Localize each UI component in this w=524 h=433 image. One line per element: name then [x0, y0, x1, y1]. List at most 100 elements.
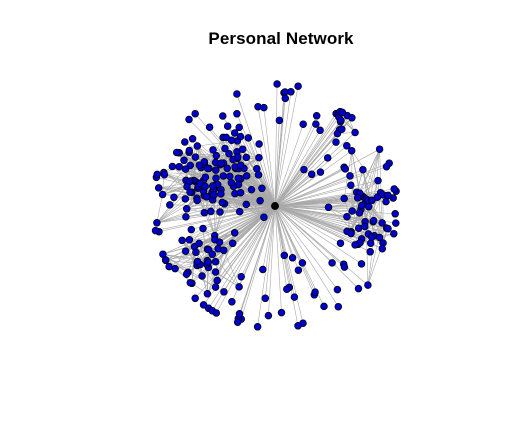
alter-node: [195, 239, 203, 248]
alter-node: [230, 229, 239, 237]
alter-node: [187, 225, 196, 234]
alter-node: [258, 184, 266, 193]
alter-node: [186, 188, 194, 196]
alter-node: [340, 194, 348, 203]
alter-node: [338, 108, 347, 117]
edge-to-ego: [258, 143, 276, 207]
alter-node: [312, 112, 321, 120]
alter-node: [277, 308, 286, 317]
alter-node: [357, 260, 366, 268]
edge-to-ego: [274, 180, 379, 207]
alter-node: [359, 165, 367, 174]
alter-node: [299, 120, 307, 128]
edge-to-ego: [262, 205, 276, 270]
edge-to-ego: [274, 91, 292, 207]
alter-node: [348, 114, 356, 122]
alter-node: [223, 122, 232, 130]
edge-to-ego: [216, 205, 276, 314]
alter-node: [369, 216, 378, 225]
alter-node: [273, 80, 281, 88]
alter-node: [201, 173, 210, 181]
alter-node: [185, 146, 194, 155]
alter-node: [354, 284, 363, 293]
alter-node: [168, 162, 177, 171]
alter-node: [294, 322, 302, 330]
alter-node: [312, 120, 320, 128]
edge-between-alters: [364, 149, 380, 227]
alter-node: [153, 170, 161, 179]
alter-node: [178, 236, 186, 245]
alter-node: [201, 182, 209, 191]
alter-node: [391, 210, 399, 218]
alter-node: [343, 212, 351, 221]
edge-between-alters: [346, 169, 364, 232]
alter-node: [205, 123, 214, 131]
alter-node: [323, 154, 332, 162]
edge-between-alters: [207, 243, 233, 294]
alter-node: [316, 126, 324, 135]
edge-to-ego: [274, 168, 346, 207]
alter-node: [211, 283, 220, 291]
alter-node: [346, 172, 354, 180]
edge-to-ego: [162, 205, 276, 255]
alter-node: [158, 190, 167, 199]
edge-to-ego: [274, 112, 343, 207]
alter-node: [223, 164, 231, 173]
edge-to-ego: [268, 205, 276, 316]
edge-to-ego: [265, 205, 276, 299]
alter-node: [211, 235, 219, 244]
alter-node: [375, 233, 384, 242]
alter-node: [202, 193, 211, 201]
edge-to-ego: [274, 205, 345, 268]
edge-to-ego: [274, 205, 383, 249]
alter-node: [165, 262, 173, 271]
alter-node: [351, 241, 359, 249]
alter-node: [347, 146, 356, 155]
alter-node: [238, 145, 247, 153]
alter-node: [384, 191, 392, 200]
edge-to-ego: [240, 205, 276, 277]
alter-node: [333, 285, 342, 294]
alter-node: [236, 132, 245, 141]
alter-node: [244, 134, 253, 142]
alter-node: [191, 153, 200, 161]
edge-to-ego: [274, 141, 337, 207]
alter-node: [204, 258, 213, 267]
edge-to-ego: [274, 157, 328, 207]
edge-to-ego: [241, 205, 276, 320]
edge-to-ego: [274, 83, 278, 207]
edge-between-alters: [372, 149, 380, 222]
alter-node: [208, 182, 217, 190]
edge-between-alters: [156, 203, 225, 224]
alter-node: [264, 311, 273, 320]
edge-to-ego: [239, 205, 276, 314]
edge-to-ego: [274, 124, 304, 207]
alter-node: [182, 213, 190, 221]
alter-node: [280, 251, 289, 260]
alter-node: [324, 203, 333, 212]
edge-to-ego: [274, 205, 338, 290]
alter-node: [182, 205, 191, 213]
edge-to-ego: [274, 130, 321, 207]
alter-node: [212, 166, 220, 174]
edge-to-ego: [208, 205, 276, 309]
alter-node: [255, 140, 263, 148]
alter-node: [334, 302, 343, 311]
alter-node: [199, 224, 207, 233]
alter-node: [294, 266, 303, 274]
alter-node: [368, 196, 376, 205]
edge-to-ego: [248, 137, 276, 207]
alter-node: [233, 110, 241, 118]
edge-to-ego: [274, 205, 295, 298]
edge-between-alters: [351, 150, 381, 193]
alter-node: [354, 224, 363, 232]
alter-node: [341, 165, 349, 173]
alter-node: [160, 170, 169, 179]
edge-between-alters: [202, 228, 219, 249]
chart-title: Personal Network: [208, 29, 354, 48]
edge-between-alters: [191, 252, 197, 284]
edge-to-ego: [274, 205, 359, 229]
alter-node: [230, 129, 239, 137]
alter-node: [367, 233, 376, 241]
alter-node: [199, 301, 208, 309]
